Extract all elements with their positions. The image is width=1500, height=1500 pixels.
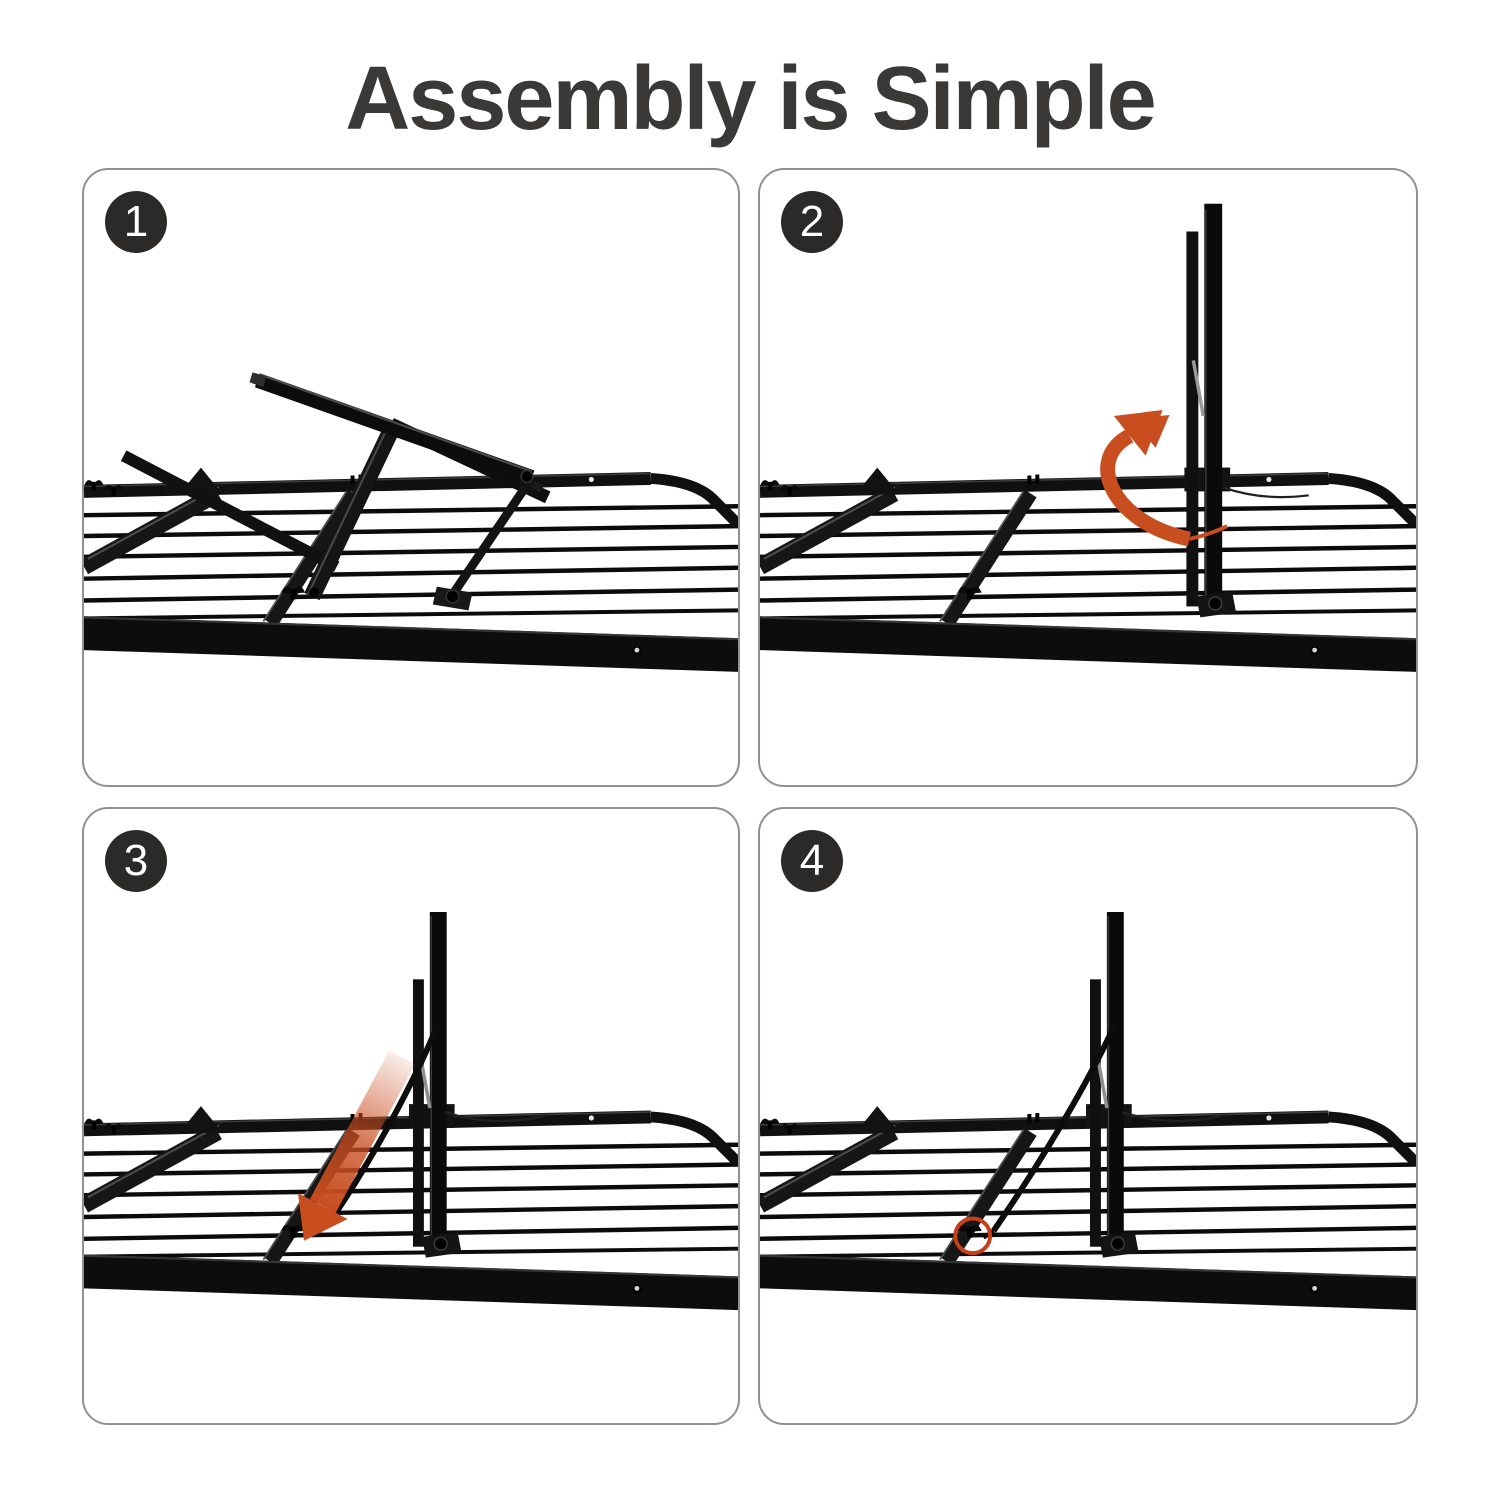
step-panel-1: 1 [82,168,740,787]
step-number-badge: 2 [781,191,843,253]
straight-arrow-icon [298,1050,415,1241]
bed-frame-legs-folded-illustration [84,372,738,785]
step-panel-2: 2 [758,168,1418,787]
bed-frame-brace-slide-illustration [84,910,738,1423]
curved-arrow-icon [1100,410,1229,547]
step-number-badge: 3 [105,830,167,892]
step-panel-4: 4 [758,807,1418,1425]
step-panel-3: 3 [82,807,740,1425]
step-number-badge: 1 [105,191,167,253]
upright-leg-pair [1184,203,1309,618]
folded-leg-cluster [120,372,551,611]
highlight-circle-icon [953,1216,993,1256]
bed-frame-legs-raised-illustration [760,203,1416,785]
page-title: Assembly is Simple [345,49,1156,149]
step-number-badge: 4 [781,830,843,892]
bed-frame-brace-secured-illustration [760,910,1416,1423]
